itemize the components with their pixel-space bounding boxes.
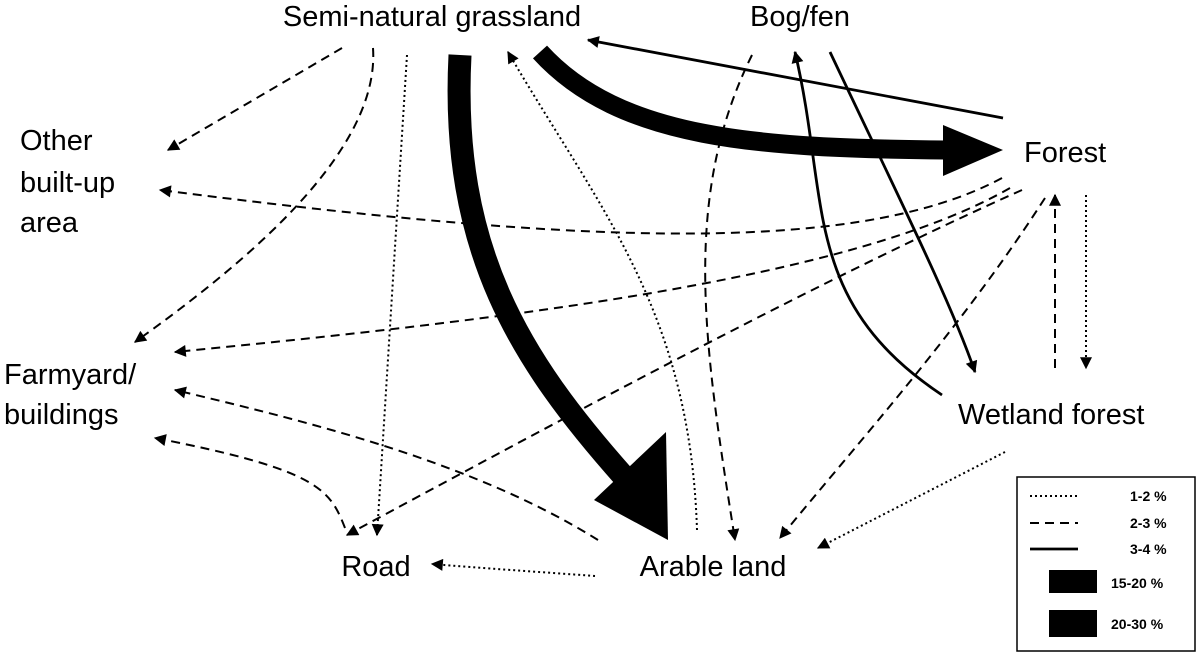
thick-edges <box>447 45 1003 540</box>
legend-label-2-3: 2-3 % <box>1130 515 1167 531</box>
edge-road-to-farmyard <box>153 434 346 529</box>
edge-arable-to-grassland <box>507 50 698 531</box>
edge-wetland-to-bogfen <box>791 50 943 397</box>
arrowhead-grassland-to-forest <box>943 125 1003 176</box>
legend-label-15-20: 15-20 % <box>1111 575 1164 591</box>
arrowhead-grassland-to-arable <box>594 432 668 540</box>
edge-bogfen-to-wetland <box>828 51 978 374</box>
node-other-builtup-line3: area <box>20 207 79 239</box>
edge-grassland-to-road <box>371 54 408 537</box>
edge-grassland-to-forest-thick <box>532 45 946 160</box>
edge-grassland-to-farmyard <box>134 47 375 343</box>
node-farmyard-line2: buildings <box>4 399 118 431</box>
edge-grassland-to-arable-thick <box>447 54 634 486</box>
node-other-builtup-line2: built-up <box>20 167 115 199</box>
nodes: Semi-natural grassland Bog/fen Forest Ot… <box>4 1 1144 583</box>
dotted-edges <box>371 50 1092 577</box>
node-arable-land: Arable land <box>640 551 787 583</box>
edge-forest-to-farmyard <box>173 187 1011 357</box>
edge-arable-to-road <box>430 558 596 577</box>
node-forest: Forest <box>1024 137 1106 169</box>
legend: 1-2 % 2-3 % 3-4 % 15-20 % 20-30 % <box>1016 476 1196 652</box>
solid-edges <box>586 36 1004 397</box>
legend-swatch-thickest <box>1049 610 1097 637</box>
legend-label-20-30: 20-30 % <box>1111 616 1164 632</box>
edge-forest-to-grassland <box>586 36 1004 120</box>
legend-box <box>1016 476 1196 652</box>
edge-forest-to-arable <box>779 197 1046 539</box>
legend-label-3-4: 3-4 % <box>1130 541 1167 557</box>
legend-label-1-2: 1-2 % <box>1130 488 1167 504</box>
node-semi-natural-grassland: Semi-natural grassland <box>283 1 581 33</box>
edge-wetland-to-arable <box>816 451 1006 549</box>
node-other-builtup-line1: Other <box>20 125 93 157</box>
edge-forest-to-other-builtup <box>158 177 1003 235</box>
dashed-edges <box>134 47 1061 542</box>
edge-arable-to-farmyard <box>173 386 599 541</box>
node-road: Road <box>341 551 410 583</box>
node-wetland-forest: Wetland forest <box>958 399 1144 431</box>
edge-bogfen-to-arable <box>704 54 753 542</box>
node-farmyard-line1: Farmyard/ <box>4 359 137 391</box>
node-bog-fen: Bog/fen <box>750 1 850 33</box>
legend-swatch-thick <box>1049 570 1097 593</box>
edge-grassland-to-other-builtup <box>166 47 343 151</box>
edge-forest-to-road <box>345 189 1023 536</box>
